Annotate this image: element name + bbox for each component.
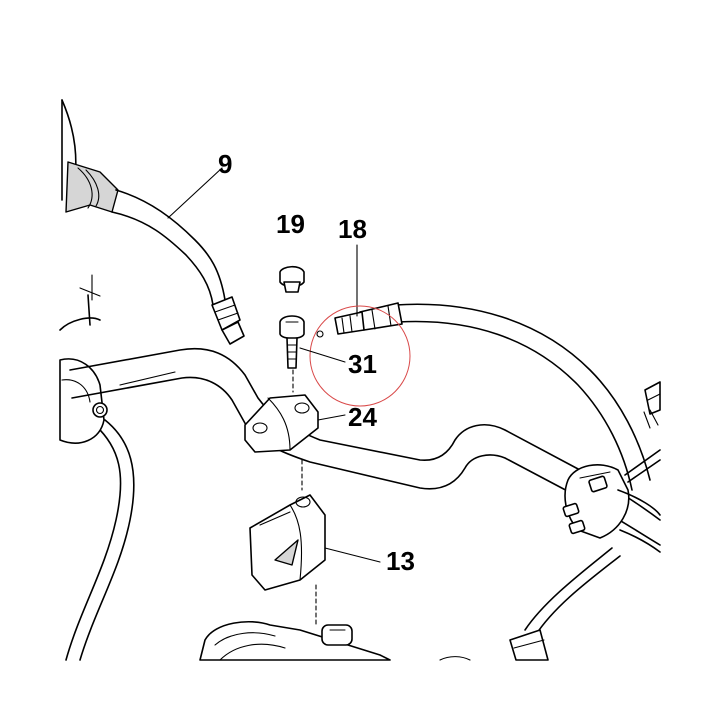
highlight-circle bbox=[309, 305, 411, 407]
hose-part-18 bbox=[316, 244, 651, 491]
left-switch-housing bbox=[59, 358, 108, 444]
label-part-9: 9 bbox=[218, 149, 232, 179]
label-part-13: 13 bbox=[386, 546, 415, 576]
label-part-18: 18 bbox=[338, 214, 367, 244]
left-cables bbox=[59, 274, 135, 661]
label-part-24: 24 bbox=[348, 402, 377, 432]
cap-part-19 bbox=[279, 265, 305, 293]
riser-part-13 bbox=[249, 459, 381, 626]
clamp-part-24 bbox=[244, 394, 346, 453]
label-part-31: 31 bbox=[348, 349, 377, 379]
triple-clamp bbox=[199, 620, 391, 661]
right-side-components bbox=[439, 381, 661, 661]
right-switch-housing bbox=[562, 449, 661, 553]
bolt-part-31 bbox=[279, 315, 346, 393]
brake-hose-part-9 bbox=[61, 99, 245, 345]
label-part-19: 19 bbox=[276, 209, 305, 239]
